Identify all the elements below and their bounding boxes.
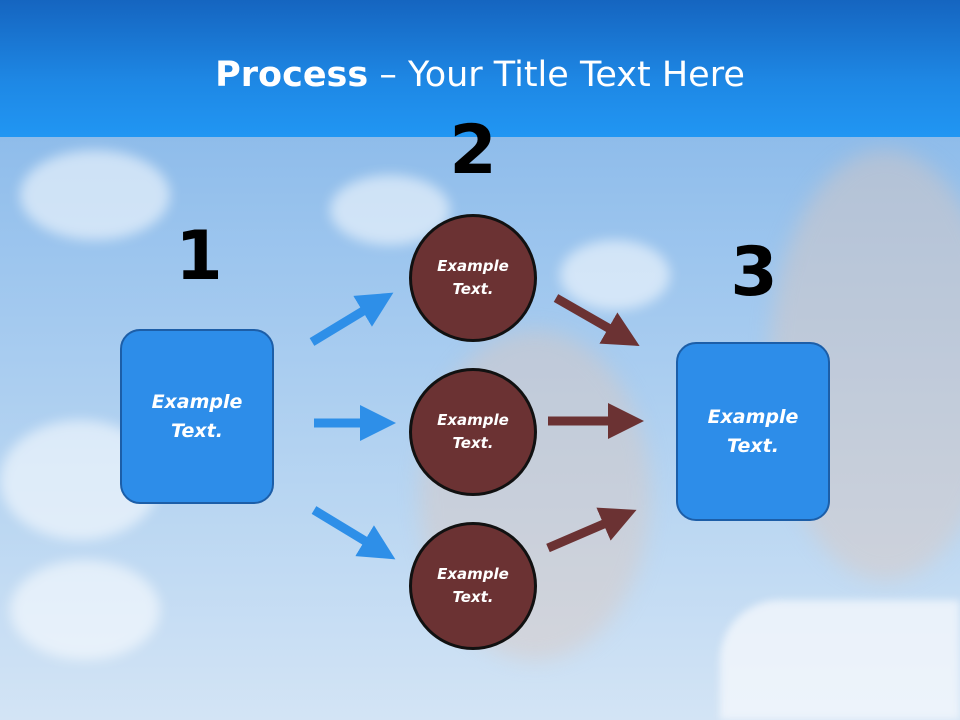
arrow-from-circle-bottom — [546, 507, 637, 553]
step-number-3: 3 — [730, 233, 778, 312]
background-cloud — [560, 240, 670, 310]
circle-middle-label: Example Text. — [437, 411, 509, 452]
arrow-to-circle-bottom — [311, 506, 396, 560]
circle-bottom: Example Text. — [409, 522, 537, 650]
arrow-from-circle-top — [553, 294, 640, 346]
step-number-2: 2 — [449, 111, 497, 190]
slide-title: Process – Your Title Text Here — [0, 52, 960, 98]
background-shirt — [720, 600, 960, 720]
right-box-label: Example Text. — [707, 405, 799, 457]
title-bar — [0, 0, 960, 137]
left-box: Example Text. — [120, 329, 274, 504]
background-cloud — [10, 560, 160, 660]
circle-bottom-label: Example Text. — [437, 565, 509, 606]
step-number-1: 1 — [175, 217, 223, 296]
circle-top: Example Text. — [409, 214, 537, 342]
right-box: Example Text. — [676, 342, 830, 521]
circle-top-label: Example Text. — [437, 257, 509, 298]
background-cloud — [20, 150, 170, 240]
circle-middle: Example Text. — [409, 368, 537, 496]
title-bold: Process — [215, 55, 369, 95]
left-box-label: Example Text. — [151, 390, 243, 442]
arrow-to-circle-top — [309, 292, 394, 346]
title-rest: – Your Title Text Here — [368, 55, 745, 95]
